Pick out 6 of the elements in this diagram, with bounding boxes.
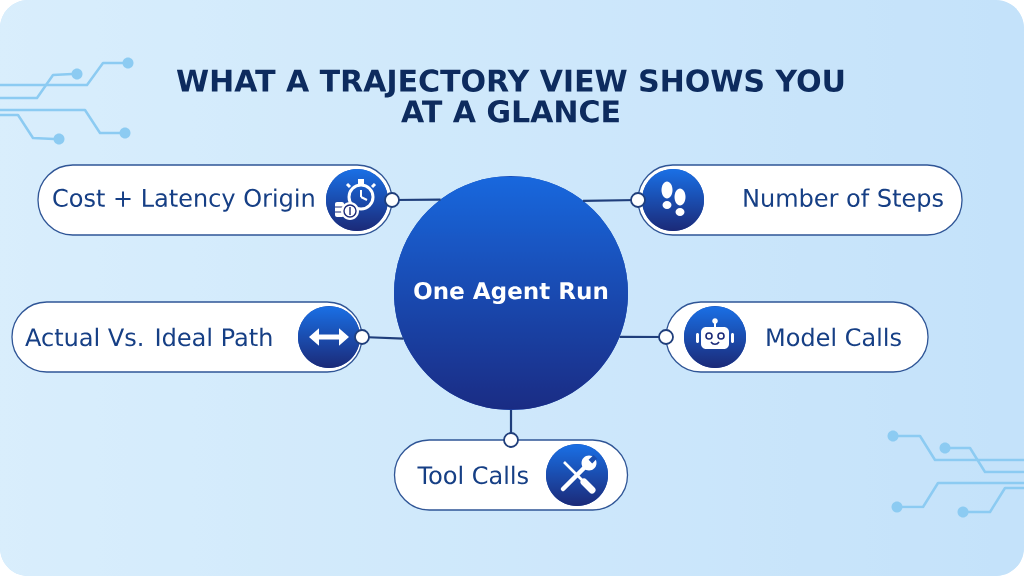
connector-line xyxy=(503,410,519,448)
connector-line xyxy=(619,329,674,345)
title: WHAT A TRAJECTORY VIEW SHOWS YOU AT A GLANCE xyxy=(176,69,844,123)
connector-line xyxy=(384,192,441,208)
connector-line xyxy=(354,329,404,345)
connector-line xyxy=(583,192,646,208)
